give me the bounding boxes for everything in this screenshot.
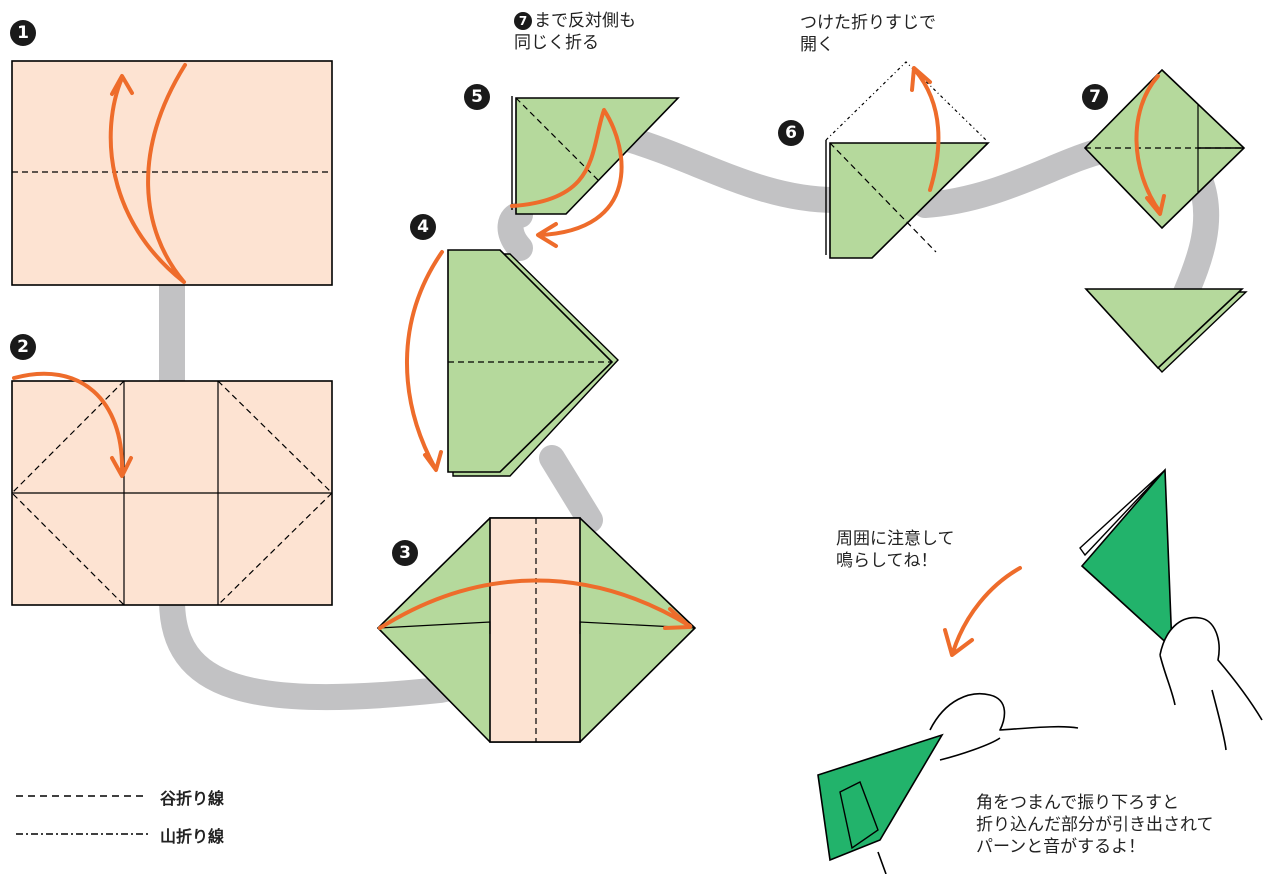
step-connector-path xyxy=(159,125,1220,711)
step-4-badge: 4 xyxy=(410,214,436,240)
step7-paper xyxy=(1083,68,1246,230)
caution-note-line1: 周囲に注意して xyxy=(836,529,955,549)
step1-fold-arrow xyxy=(108,63,187,284)
final-note-line2: 折り込んだ部分が引き出されて xyxy=(976,815,1214,835)
step5-note-text: まで反対側も xyxy=(534,11,636,31)
step3-paper xyxy=(376,517,697,743)
step-2-badge: 2 xyxy=(10,334,36,360)
final-note-line3: パーンと音がするよ！ xyxy=(976,837,1146,857)
step-3-badge: 3 xyxy=(392,540,418,566)
step1-paper xyxy=(11,60,333,286)
step2-fold-arrow xyxy=(12,371,133,478)
step-1-badge: 1 xyxy=(10,20,36,46)
step-5-badge: 5 xyxy=(464,84,490,110)
step7-fold-arrow xyxy=(1134,74,1166,216)
step2-paper xyxy=(11,380,333,606)
paper-gun-raised xyxy=(1079,467,1173,650)
step6-note: つけた折りすじで 開く xyxy=(800,12,936,56)
step5-fold-arrow xyxy=(510,108,624,248)
step7-result xyxy=(1084,288,1248,374)
caution-arrow xyxy=(943,566,1022,657)
step4-fold-arrow xyxy=(405,250,444,472)
paper-gun-lowered xyxy=(817,733,944,862)
lowered-hand xyxy=(877,693,1079,874)
step6-note-line2: 開く xyxy=(800,35,834,55)
step4-paper xyxy=(447,249,619,477)
caution-note: 周囲に注意して 鳴らしてね！ xyxy=(836,528,955,572)
step6-fold-arrow xyxy=(910,66,941,192)
step5-paper xyxy=(511,96,680,215)
final-note-line1: 角をつまんで振り下ろすと xyxy=(976,793,1180,813)
step6-paper xyxy=(825,61,990,259)
final-note: 角をつまんで振り下ろすと 折り込んだ部分が引き出されて パーンと音がするよ！ xyxy=(976,792,1214,858)
step5-note-line2: 同じく折る xyxy=(514,33,599,53)
step-7-badge: 7 xyxy=(1082,84,1108,110)
step7-ref-badge: 7 xyxy=(514,12,532,30)
caution-note-line2: 鳴らしてね！ xyxy=(836,551,938,571)
raised-hand xyxy=(1159,616,1263,751)
step-6-badge: 6 xyxy=(778,120,804,146)
legend-mountain-label: 山折り線 xyxy=(160,827,225,846)
step6-note-line1: つけた折りすじで xyxy=(800,13,936,33)
step3-fold-arrow xyxy=(378,578,692,630)
legend-valley-label: 谷折り線 xyxy=(160,789,225,808)
